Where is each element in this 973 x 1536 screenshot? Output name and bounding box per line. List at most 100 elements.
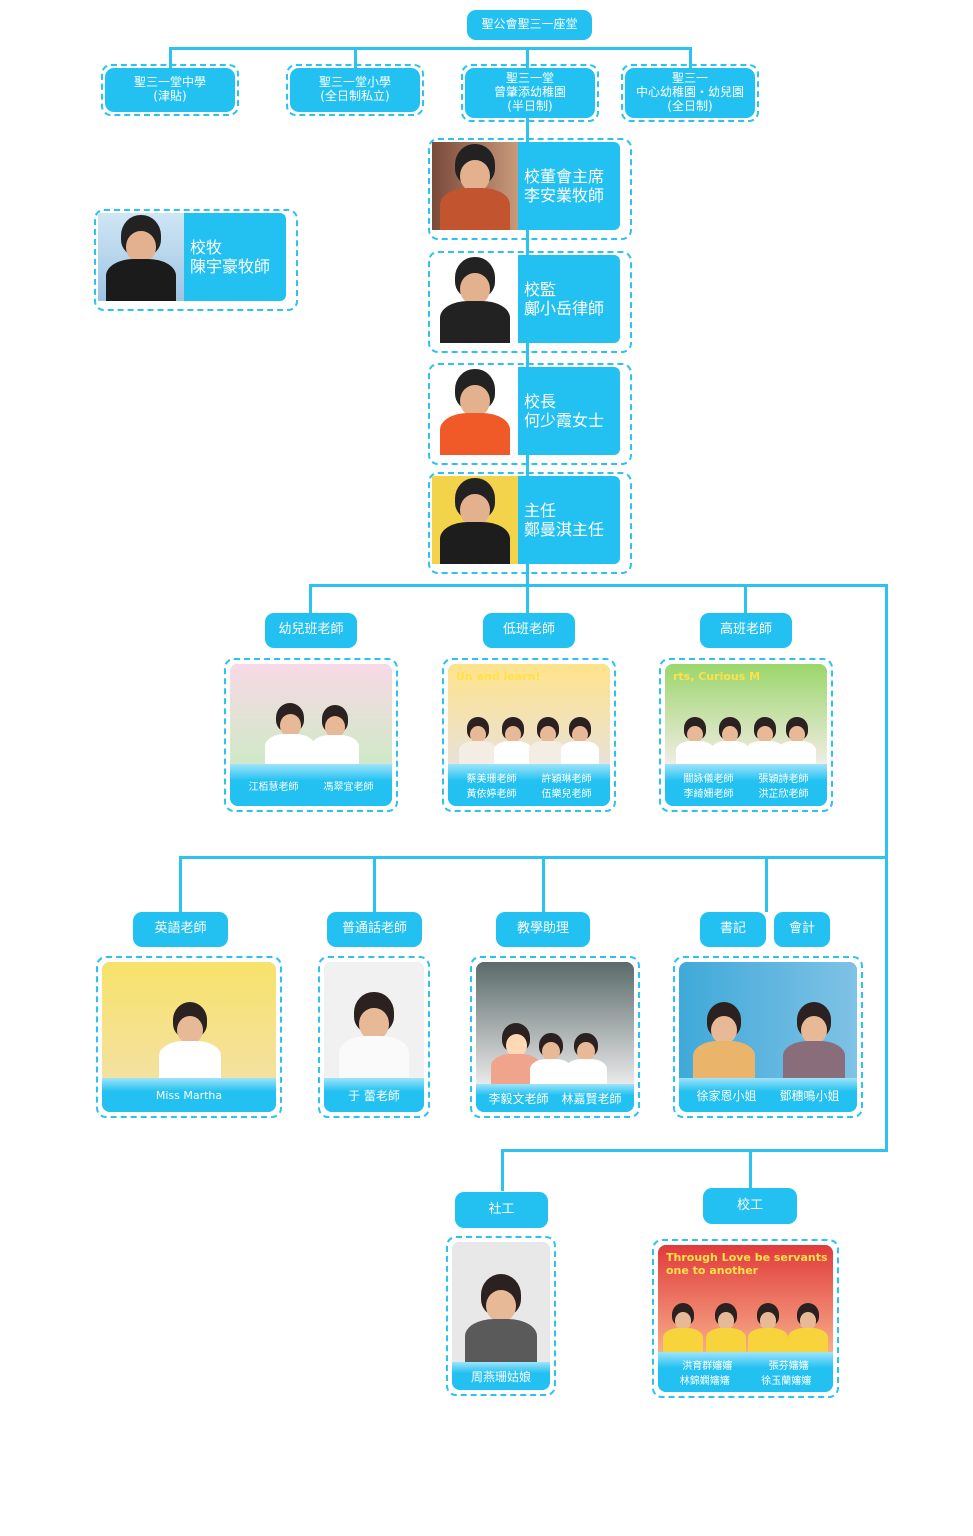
person-figure [159, 962, 221, 1078]
connector-line [310, 584, 887, 587]
school-node: 聖三一堂中學 (津貼) [105, 68, 235, 112]
name-caption: 徐家恩小姐鄧穗鳴小姐 [679, 1078, 857, 1112]
dashed-frame [318, 956, 430, 1118]
person-figure [783, 962, 845, 1078]
banner-text: rts, Curious M [673, 670, 761, 683]
torso [778, 741, 816, 764]
school-node: 聖三一堂小學 (全日制私立) [290, 68, 420, 112]
face [799, 1312, 817, 1330]
connector-line [885, 584, 888, 1151]
dashed-frame [94, 209, 298, 311]
staff-name: 許穎琳老師 [541, 774, 592, 785]
torso [693, 1040, 755, 1078]
group-card: Miss Martha [102, 962, 276, 1112]
role-label: 校牧陳宇豪牧師 [184, 213, 286, 301]
photo [452, 1242, 550, 1362]
person-figure [465, 1242, 537, 1362]
connector-line [373, 856, 376, 912]
connector-line [689, 47, 692, 69]
name-caption: Miss Martha [102, 1078, 276, 1112]
dashed-frame [101, 64, 239, 116]
group-card: 李毅文老師林嘉賢老師 [476, 962, 634, 1112]
person-figure [746, 664, 784, 764]
torso [265, 734, 315, 764]
card-director: 主任鄭曼淇主任 [432, 476, 620, 564]
person-figure [529, 664, 567, 764]
photo [102, 962, 276, 1078]
face [279, 714, 301, 737]
person-figure [706, 1245, 746, 1352]
face [470, 726, 486, 744]
face [572, 726, 588, 744]
person-figure [663, 1245, 703, 1352]
photo [658, 1245, 833, 1352]
photo [448, 664, 610, 764]
dashed-frame [428, 472, 632, 574]
person-figure [265, 664, 315, 764]
role-label: 校董會主席李安業牧師 [518, 142, 620, 230]
face [687, 726, 703, 744]
dashed-frame [428, 251, 632, 353]
person-name: 何少霞女士 [524, 411, 605, 430]
dashed-frame [652, 1239, 839, 1398]
face [324, 716, 346, 738]
face [460, 273, 490, 305]
group-label-0: 幼兒班老師 [265, 613, 357, 648]
dashed-frame [428, 138, 632, 240]
connector-line [502, 1149, 888, 1152]
dashed-frame [428, 363, 632, 465]
person-name: 鄺小岳律師 [524, 299, 605, 318]
face [710, 1016, 737, 1044]
staff-name: 周燕珊姑娘 [470, 1369, 531, 1384]
person-figure [106, 213, 176, 301]
role-title: 校董會主席 [524, 166, 605, 186]
torso [748, 1328, 788, 1352]
torso [440, 301, 510, 343]
dashed-frame [659, 658, 833, 812]
face [540, 726, 556, 744]
person-figure [440, 255, 510, 343]
card-supervisor: 校監鄺小岳律師 [432, 255, 620, 343]
photo [432, 255, 518, 343]
torso [494, 741, 532, 764]
torso [746, 741, 784, 764]
role-label: 主任鄭曼淇主任 [518, 476, 620, 564]
torso [106, 259, 176, 301]
staff-name: Miss Martha [155, 1088, 223, 1102]
card-chairman: 校董會主席李安業牧師 [432, 142, 620, 230]
group-label-2: 高班老師 [700, 613, 792, 648]
dashed-frame [470, 956, 640, 1118]
name-caption: 李毅文老師林嘉賢老師 [476, 1084, 634, 1112]
face [505, 1034, 527, 1057]
school-node: 聖三一堂 曾肇添幼稚園 (半日制) [465, 68, 595, 118]
group-label-3: 英語老師 [133, 912, 228, 947]
person-figure [561, 664, 599, 764]
person-name: 陳宇豪牧師 [190, 257, 271, 276]
staff-name: 關詠儀老師 [683, 774, 734, 785]
staff-name: 于 蕾老師 [348, 1088, 400, 1103]
name-caption: 江栢慧老師馮翠宜老師 [230, 764, 392, 806]
torso [159, 1040, 221, 1078]
dashed-frame [461, 64, 599, 122]
torso [561, 741, 599, 764]
name-caption: 蔡美珊老師許穎琳老師黃依婷老師伍樂兒老師 [448, 764, 610, 806]
connector-line [526, 584, 529, 614]
staff-name: 張芬嬸嬸 [768, 1361, 809, 1372]
connector-line [542, 856, 545, 912]
torso [565, 1058, 607, 1084]
role-label: 校長何少霞女士 [518, 367, 620, 455]
photo [432, 142, 518, 230]
group-label-6: 書記 [700, 912, 766, 947]
connector-line [354, 47, 357, 69]
connector-line [765, 856, 768, 912]
face [176, 1016, 203, 1044]
person-figure [311, 664, 359, 764]
torso [706, 1328, 746, 1352]
photo [432, 367, 518, 455]
group-label-5: 教學助理 [496, 912, 590, 947]
staff-name: 張穎詩老師 [758, 774, 809, 785]
face [460, 385, 490, 417]
person-figure [788, 1245, 828, 1352]
